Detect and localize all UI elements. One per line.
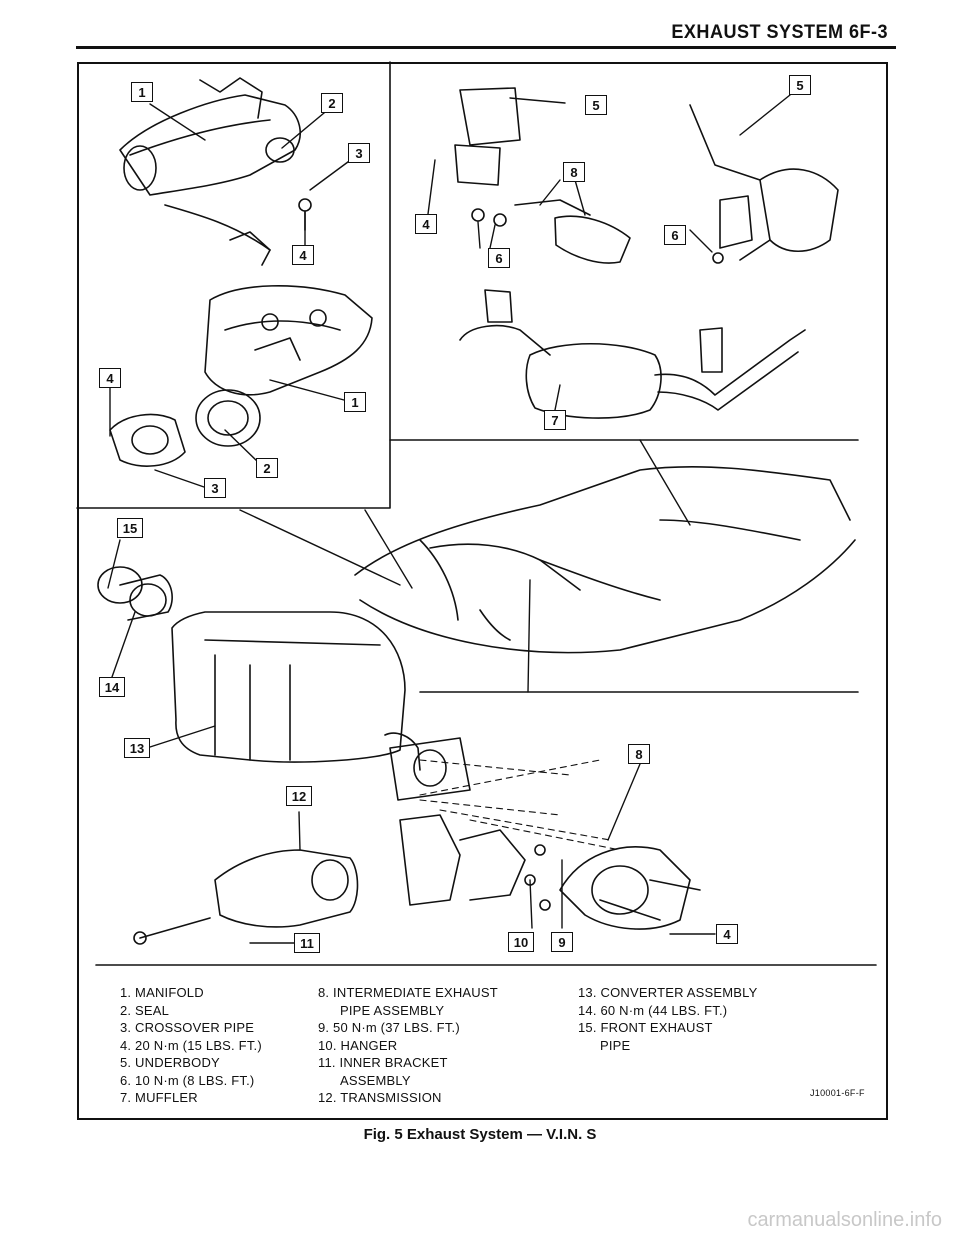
- callout-2: 2: [256, 458, 278, 478]
- callout-15: 15: [117, 518, 143, 538]
- callout-3: 3: [204, 478, 226, 498]
- callout-12: 12: [286, 786, 312, 806]
- legend-item-continuation: PIPE: [600, 1037, 631, 1053]
- manifold-illustration: [109, 285, 373, 467]
- legend-item: 5. UNDERBODY: [120, 1055, 220, 1070]
- callout-14: 14: [99, 677, 125, 697]
- callout-6: 6: [664, 225, 686, 245]
- legend-column-1: 1. MANIFOLD 2. SEAL 3. CROSSOVER PIPE 4.…: [120, 984, 262, 1107]
- callout-4: 4: [292, 245, 314, 265]
- underbody-illustration: [354, 465, 856, 654]
- figure-frame: [77, 62, 888, 1120]
- legend-item: 9. 50 N·m (37 LBS. FT.): [318, 1020, 460, 1035]
- callout-6: 6: [488, 248, 510, 268]
- legend-item: 4. 20 N·m (15 LBS. FT.): [120, 1037, 262, 1053]
- callout-5: 5: [585, 95, 607, 115]
- callout-4: 4: [415, 214, 437, 234]
- callout-3: 3: [348, 143, 370, 163]
- legend-item: 8. INTERMEDIATE EXHAUST: [318, 985, 498, 1000]
- watermark: carmanualsonline.info: [747, 1209, 942, 1231]
- callout-9: 9: [551, 932, 573, 952]
- legend-column-2: 8. INTERMEDIATE EXHAUST PIPE ASSEMBLY 9.…: [318, 984, 498, 1107]
- legend-item: 13. CONVERTER ASSEMBLY: [578, 985, 758, 1000]
- legend-item: 1. MANIFOLD: [120, 985, 204, 1000]
- legend-item-continuation: ASSEMBLY: [340, 1072, 411, 1088]
- legend-item: 12. TRANSMISSION: [318, 1090, 442, 1105]
- legend-item-continuation: PIPE ASSEMBLY: [340, 1002, 445, 1018]
- page-header: EXHAUST SYSTEM 6F-3: [76, 22, 896, 49]
- header-rule: [76, 46, 896, 49]
- legend-item: 2. SEAL: [120, 1002, 170, 1018]
- callout-13: 13: [124, 738, 150, 758]
- legend-item: 11. INNER BRACKET: [318, 1055, 448, 1070]
- hanger-illustration: [454, 87, 839, 264]
- callout-5: 5: [789, 75, 811, 95]
- alignment-lines: [419, 759, 621, 851]
- callout-2: 2: [321, 93, 343, 113]
- legend-item: 3. CROSSOVER PIPE: [120, 1020, 255, 1035]
- callout-8: 8: [563, 162, 585, 182]
- legend-item: 15. FRONT EXHAUST: [578, 1020, 713, 1035]
- callout-7: 7: [544, 410, 566, 430]
- leader-lines: [107, 94, 791, 944]
- callout-4: 4: [716, 924, 738, 944]
- crossover-pipe-illustration: [119, 77, 312, 266]
- legend-column-3: 13. CONVERTER ASSEMBLY 14. 60 N·m (44 LB…: [578, 984, 757, 1054]
- callout-8: 8: [628, 744, 650, 764]
- converter-illustration: [97, 566, 701, 945]
- part-code: J10001-6F-F: [810, 1088, 865, 1098]
- figure-caption: Fig. 5 Exhaust System — V.I.N. S: [363, 1126, 597, 1143]
- legend-item: 6. 10 N·m (8 LBS. FT.): [120, 1072, 255, 1088]
- callout-11: 11: [294, 933, 320, 953]
- legend-item: 7. MUFFLER: [120, 1090, 198, 1105]
- callout-1: 1: [344, 392, 366, 412]
- left-inset-border: [76, 61, 391, 509]
- callout-4: 4: [99, 368, 121, 388]
- legend-item: 10. HANGER: [318, 1037, 398, 1053]
- page-title: EXHAUST SYSTEM 6F-3: [671, 22, 888, 43]
- callout-10: 10: [508, 932, 534, 952]
- callout-1: 1: [131, 82, 153, 102]
- muffler-illustration: [459, 289, 806, 419]
- legend-item: 14. 60 N·m (44 LBS. FT.): [578, 1002, 728, 1018]
